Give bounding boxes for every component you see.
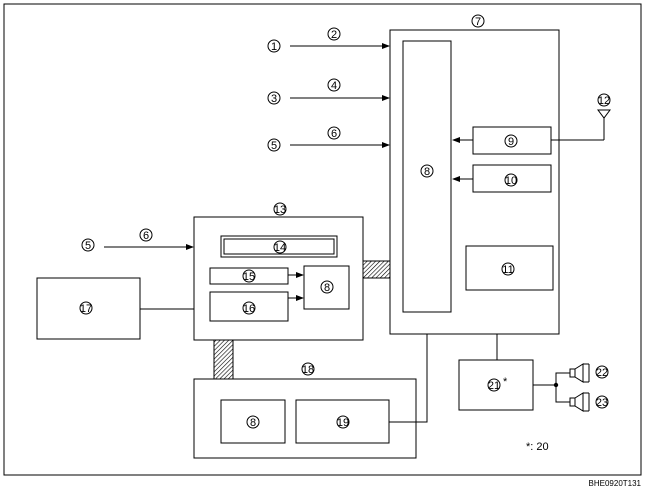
svg-text:11: 11 [502, 264, 513, 276]
harness-13-to-7 [362, 260, 391, 279]
svg-text:9: 9 [508, 136, 514, 148]
svg-text:15: 15 [243, 271, 255, 283]
figure-code: BHE0920T131 [589, 479, 642, 488]
unit-18-module-8 [220, 399, 286, 444]
callout-6-upper: 6 [327, 126, 341, 140]
callout-23: 23 [595, 395, 609, 409]
callout-9: 9 [504, 134, 518, 148]
callout-21: 21 [487, 378, 501, 392]
svg-text:17: 17 [80, 303, 92, 315]
unit-13-module-16 [209, 291, 289, 322]
line-to-speaker-23 [555, 385, 570, 403]
svg-text:21: 21 [488, 380, 500, 392]
speaker-23-icon [569, 392, 590, 412]
callout-3: 3 [267, 91, 281, 105]
line-to-speaker-22 [555, 372, 570, 385]
unit-18-box [193, 378, 417, 459]
callout-11: 11 [501, 262, 515, 276]
svg-text:6: 6 [331, 128, 337, 140]
callout-8-unit13: 8 [320, 280, 334, 294]
svg-text:4: 4 [331, 80, 337, 92]
callout-18: 18 [301, 362, 315, 376]
unit-13-module-14-outer [220, 235, 338, 258]
svg-text:8: 8 [250, 417, 256, 429]
callout-19: 19 [336, 415, 350, 429]
callout-2: 2 [327, 27, 341, 41]
svg-text:16: 16 [243, 303, 255, 315]
callout-14: 14 [273, 240, 287, 254]
callout-17: 17 [79, 301, 93, 315]
unit-7-module-8 [402, 40, 452, 313]
svg-text:13: 13 [274, 204, 286, 216]
callout-6-lower: 6 [139, 228, 153, 242]
footnote-text: *: 20 [526, 441, 549, 453]
svg-text:3: 3 [271, 93, 277, 105]
svg-text:12: 12 [598, 95, 610, 107]
speaker-22-icon [569, 363, 590, 383]
callout-5-lower: 5 [81, 238, 95, 252]
svg-text:22: 22 [596, 367, 608, 379]
callout-8-unit18: 8 [246, 415, 260, 429]
unit-13-module-15 [209, 267, 289, 285]
svg-text:7: 7 [475, 16, 481, 28]
unit-13-module-14-inner [223, 238, 335, 255]
callout-12: 12 [597, 93, 611, 107]
harness-13-to-18 [213, 339, 234, 380]
antenna-icon [597, 109, 611, 119]
callout-16: 16 [242, 301, 256, 315]
unit-13-box [193, 216, 364, 341]
callout-22: 22 [595, 365, 609, 379]
unit-7-box [389, 29, 560, 335]
svg-text:19: 19 [337, 417, 349, 429]
svg-text:5: 5 [271, 140, 277, 152]
svg-text:18: 18 [302, 364, 314, 376]
svg-text:2: 2 [331, 29, 337, 41]
callout-15: 15 [242, 269, 256, 283]
callout-10: 10 [504, 173, 518, 187]
svg-text:5: 5 [85, 240, 91, 252]
svg-text:6: 6 [143, 230, 149, 242]
svg-text:14: 14 [274, 242, 286, 254]
callout-4: 4 [327, 78, 341, 92]
callout-8-unit7: 8 [420, 164, 434, 178]
callout-13: 13 [273, 202, 287, 216]
svg-text:8: 8 [324, 282, 330, 294]
figure-frame [3, 3, 642, 476]
svg-text:1: 1 [271, 41, 277, 53]
svg-text:10: 10 [505, 175, 517, 187]
callout-5-upper: 5 [267, 138, 281, 152]
unit-13-module-8 [303, 265, 350, 310]
callout-7: 7 [471, 14, 485, 28]
svg-text:23: 23 [596, 397, 608, 409]
callout-1: 1 [267, 39, 281, 53]
svg-text:8: 8 [424, 166, 430, 178]
unit-7-module-11 [465, 245, 554, 291]
line-19-to-7 [389, 334, 428, 423]
callout-21-asterisk: * [503, 376, 508, 388]
